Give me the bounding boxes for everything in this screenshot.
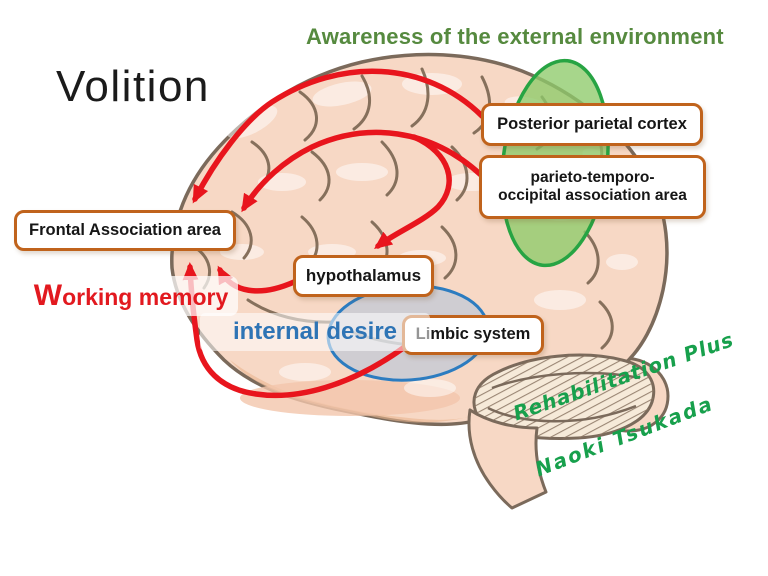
box-posterior-label: Posterior parietal cortex — [497, 114, 687, 133]
box-hypothalamus: hypothalamus — [293, 255, 434, 297]
box-parieto-temporo-occipital: parieto-temporo- occipital association a… — [479, 155, 706, 219]
brainstem — [467, 408, 548, 510]
box-parieto-label-line2: occipital association area — [498, 187, 687, 204]
annotation-working-memory: Working memory — [24, 276, 238, 316]
cerebellum — [472, 353, 656, 440]
title-awareness: Awareness of the external environment — [306, 24, 724, 49]
title-volition: Volition — [56, 62, 210, 111]
box-limbic-label: Limbic system — [415, 325, 531, 344]
box-hypothalamus-label: hypothalamus — [305, 265, 422, 285]
box-frontal-label: Frontal Association area — [29, 220, 221, 239]
arrow-posterior-to-frontal — [192, 68, 485, 204]
box-posterior-parietal-cortex: Posterior parietal cortex — [481, 103, 703, 146]
box-parieto-label-line1: parieto-temporo- — [530, 168, 655, 186]
arrow-branch-to-hypothalamus — [374, 134, 452, 250]
box-frontal-association-area: Frontal Association area — [14, 210, 236, 251]
annotation-internal-desire: internal desire — [200, 313, 430, 351]
arrow-parieto-to-frontal — [241, 129, 484, 213]
